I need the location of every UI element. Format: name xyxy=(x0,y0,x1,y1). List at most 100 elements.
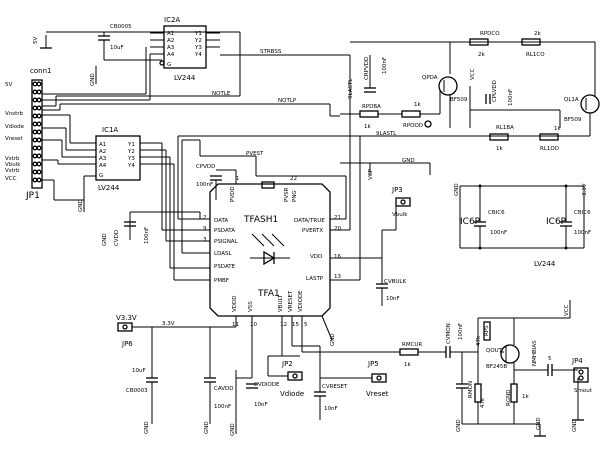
ic6p-part: LV244 xyxy=(534,260,556,268)
jumper-jp2-net: Vdiode xyxy=(280,390,304,398)
flash-pin-vbult: VBULT xyxy=(278,294,284,312)
net-notle: NOTLE xyxy=(212,91,231,97)
flash-pin-ldasl: LDASL xyxy=(214,251,232,257)
transistor-q3-ref: QOUT xyxy=(486,348,503,354)
resistor-rl1ba-ref: RL1BA xyxy=(496,125,514,131)
connector-pin xyxy=(36,89,42,95)
resistor-rpood-value: 1k xyxy=(414,102,421,108)
jumper-jp3[interactable]: JP3 Vbulk xyxy=(391,186,411,230)
resistor-rmcur-value: 1k xyxy=(404,362,411,368)
ic2a-ref: IC2A xyxy=(164,16,180,24)
cap-cvmon-ref: CVMON xyxy=(446,323,452,344)
net-3v3-ic6: 3.3V xyxy=(582,183,588,196)
connector-pin xyxy=(32,153,38,159)
gnd-label-3: GND xyxy=(402,158,415,164)
cap-cbic6-value: 100nF xyxy=(490,230,507,236)
ic2a-pin-g: G xyxy=(167,62,171,68)
cap-cpvdd-value: 100nF xyxy=(196,182,213,188)
ic1a-pin-a3: A3 xyxy=(99,156,107,162)
cap-crpvdd-ref: CRPVDD xyxy=(364,57,370,80)
cap-cavdd-value: 100nF xyxy=(214,404,231,410)
jumper-jp2[interactable]: JP2 Vdiode xyxy=(267,316,304,398)
jumper-jp3-net: Vbulk xyxy=(392,212,408,218)
connector-pin xyxy=(36,81,42,87)
cap-cvdiode-value: 10nF xyxy=(254,402,268,408)
cap-cvdiode-ref: CVDIODE xyxy=(254,382,280,388)
connector-pin xyxy=(32,169,38,175)
transistor-q1-part: BF509 xyxy=(450,97,468,103)
cap-cbic6b-ref: CBIC6 xyxy=(574,210,591,216)
cap-cavdd-ref: CAVDD xyxy=(214,386,233,392)
conn-pin-vstrb: Vstrb xyxy=(5,156,20,162)
cap-cvmon-value: 100nF xyxy=(458,323,464,340)
flash-chip-tfa1: TFASH1 TFA1 DATA PSDATA PSIGNAL LDASL PS… xyxy=(203,176,341,328)
resistor-rl1co-ref: RL1CO xyxy=(526,52,545,58)
cap-cvdd-value: 100nF xyxy=(144,227,150,244)
net-9lastl: 9LASTL xyxy=(376,131,397,137)
flash-pin-vreset: VRESET xyxy=(288,290,294,312)
cap-cb0005-ref: CB0005 xyxy=(110,24,132,30)
flash-chip-name: TFASH1 xyxy=(243,215,278,225)
net-label-5v: 5V xyxy=(33,37,39,44)
ground-symbol: 5V xyxy=(33,35,52,49)
resistor-rmon-value: 47k xyxy=(480,397,486,408)
resistor-rpdba xyxy=(359,110,379,118)
ic2a-pin-a1: A1 xyxy=(167,31,174,37)
supply-3v3-net: 3.3V 10uF CB0003 GND CAVDD 100nF GND GND… xyxy=(126,316,280,436)
conn-pin-vdiode: Vdiode xyxy=(5,124,25,130)
cap-crpvdd-value: 100nF xyxy=(382,57,388,74)
gnd-label-2: GND xyxy=(78,199,84,212)
connector-pin xyxy=(36,161,42,167)
flash-pin-data: DATA xyxy=(214,218,228,224)
resistor-rpood xyxy=(401,110,421,118)
flash-pin-vss: VSS xyxy=(248,301,254,312)
flash-pinnum-22: 22 xyxy=(290,176,297,182)
cap-cbic6b-value: 100nF xyxy=(574,230,591,236)
ic1a-pin-y1: Y1 xyxy=(127,142,135,148)
net-vcp: VCP xyxy=(368,168,374,180)
resistor-rl1co xyxy=(521,38,541,46)
connector-name: conn1 xyxy=(30,67,51,75)
connector-pin xyxy=(32,113,38,119)
flash-pinnum-10: 10 xyxy=(250,322,257,328)
jumper-jp6-net: V3.3V xyxy=(116,314,137,322)
cap-cb0003-value: 10uF xyxy=(132,368,146,374)
flash-pinnum-12: 12 xyxy=(280,322,287,328)
connector-pin xyxy=(36,113,42,119)
ic1a-pin-y2: Y2 xyxy=(127,149,135,155)
net-vcc-2: VCC xyxy=(564,304,570,316)
ic2a-pin-a2: A2 xyxy=(167,38,174,44)
jumper-jp4-net: Smout xyxy=(574,388,593,394)
net-9lastl-rot: 9LASTL xyxy=(348,78,354,99)
jumper-jp6-label: JP6 xyxy=(121,340,133,348)
connector-pin xyxy=(32,81,38,87)
jumper-jp6[interactable]: V3.3V JP6 xyxy=(116,314,137,348)
transistor-q2-part: BF509 xyxy=(564,117,582,123)
flash-pin-pvertx: PVERTX xyxy=(302,228,323,234)
flash-pin-pvsr: PVSR xyxy=(284,187,290,202)
cap-c5-value: 5 xyxy=(548,356,552,362)
ic2a-pin-a3: A3 xyxy=(167,45,175,51)
flash-pinnum-13: 13 xyxy=(334,274,341,280)
conn-pin-vstrb2: Vstrb xyxy=(5,168,20,174)
flash-pinnum-16: 16 xyxy=(334,254,341,260)
transistor-q1-stage: RPDCO 2k 2k RL1CO QPDA BF509 CRPVDD 100n… xyxy=(340,31,596,137)
jumper-jp3-label: JP3 xyxy=(391,186,403,194)
cap-cvreset-value: 10nF xyxy=(324,406,338,412)
resistor-rps-ref: RPS xyxy=(484,325,490,336)
flash-pinnum-3: 3 xyxy=(203,237,207,243)
ic2a-buffer: IC2A LV244 A1 A2 A3 A4 Y1 Y2 Y3 Y4 G xyxy=(150,16,220,82)
connector-pin xyxy=(36,153,42,159)
flash-pin-pmbf: PMBF xyxy=(214,278,229,284)
ic2a-pin-y2: Y2 xyxy=(194,38,202,44)
jumper-jp5[interactable]: CVRESET 10nF JP5 Vreset xyxy=(291,316,389,420)
connector-pin xyxy=(36,137,42,143)
resistor-rmcur-ref: RMCUR xyxy=(402,342,422,348)
jumper-jp5-label: JP5 xyxy=(367,360,379,368)
gnd-label-6: GND xyxy=(454,183,460,196)
ic1a-pin-a4: A4 xyxy=(99,163,107,169)
connector-pin xyxy=(36,145,42,151)
ic1a-pin-y4: Y4 xyxy=(127,163,135,169)
gnd-label-11: GND xyxy=(456,419,462,432)
jumper-jp4[interactable]: JP4 Smout xyxy=(571,357,593,394)
